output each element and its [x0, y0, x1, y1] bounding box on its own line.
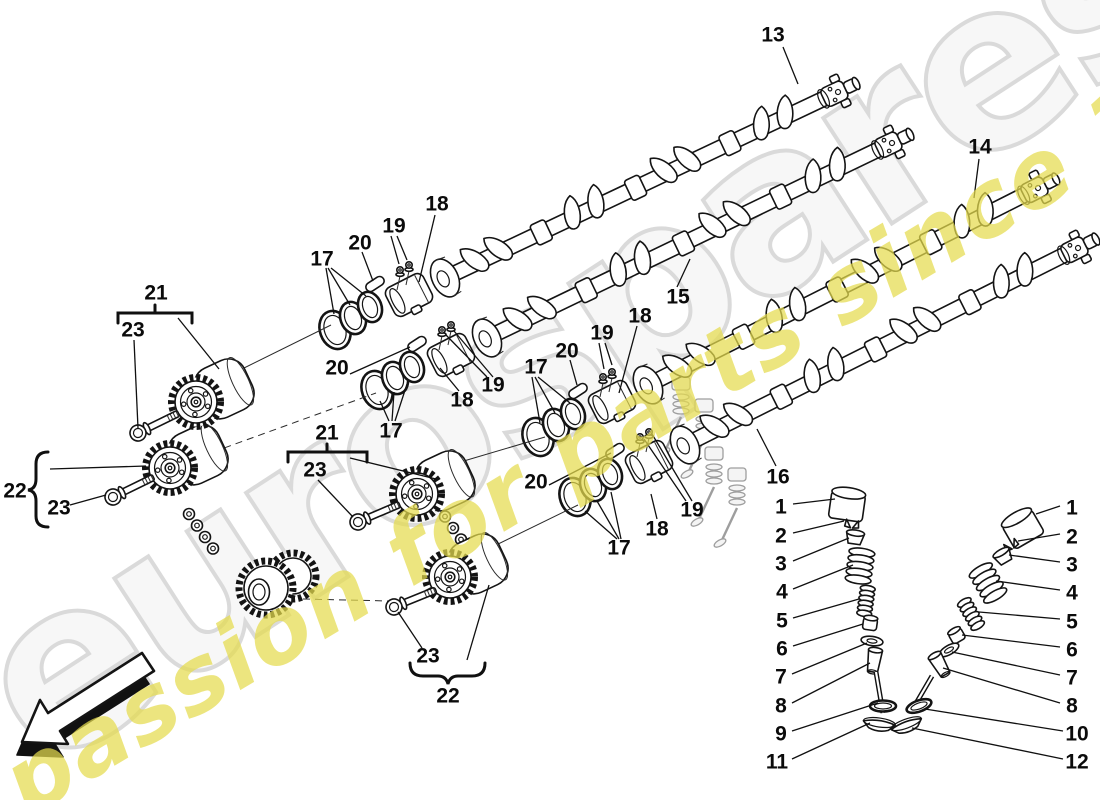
callout-1-38: 1	[1066, 497, 1078, 520]
cam-end-disc	[471, 316, 504, 358]
leader-lines	[49, 46, 1064, 760]
variator-bolt-b-lower	[385, 586, 438, 616]
camshaft-13	[429, 73, 861, 298]
callout-23-21: 23	[121, 319, 144, 342]
callout-6-43: 6	[1066, 639, 1078, 662]
callout-19-6: 19	[382, 215, 405, 238]
cap-screw	[437, 325, 447, 351]
callout-23-26: 23	[416, 645, 439, 668]
callout-5-32: 5	[776, 610, 788, 633]
callout-12-47: 12	[1065, 751, 1088, 774]
camshaft-14	[632, 169, 1061, 405]
cap-group-1	[318, 260, 434, 351]
callout-20-16: 20	[524, 471, 547, 494]
valve-stack-right	[890, 507, 1045, 734]
callout-19-11: 19	[481, 374, 504, 397]
cap-screw	[598, 372, 608, 398]
ghost-valve-unit	[713, 467, 747, 548]
cap-screw	[395, 265, 405, 291]
ghost-valve-unit	[690, 446, 724, 527]
bearing-cap	[384, 272, 434, 318]
callout-13-0: 13	[761, 24, 784, 47]
variator-bolt-a-lower	[104, 474, 155, 506]
callout-20-5: 20	[348, 232, 371, 255]
cap-screw	[607, 367, 617, 393]
artwork-layer	[16, 46, 1100, 760]
callout-3-40: 3	[1066, 554, 1078, 577]
callout-7-34: 7	[775, 666, 787, 689]
cap-screw	[644, 427, 654, 453]
callout-14-1: 14	[968, 136, 992, 159]
callout-8-45: 8	[1066, 695, 1078, 718]
variator-bolt-b-upper	[349, 501, 401, 531]
cap-group-3	[521, 367, 637, 458]
callout-9-36: 9	[775, 723, 787, 746]
callout-16-3: 16	[766, 466, 789, 489]
brace-22a	[27, 450, 50, 529]
callout-23-25: 23	[303, 459, 326, 482]
callout-19-14: 19	[590, 322, 613, 345]
variator-bolt-a-upper	[129, 410, 180, 442]
callout-18-18: 18	[645, 518, 669, 541]
callout-17-12: 17	[524, 356, 547, 379]
callout-15-2: 15	[666, 286, 690, 309]
callout-19-19: 19	[680, 499, 703, 522]
callout-20-13: 20	[555, 340, 578, 363]
bearing-cap	[426, 332, 476, 378]
variator-a-upper	[168, 356, 255, 430]
callout-21-24: 21	[315, 422, 339, 445]
callout-18-10: 18	[450, 389, 474, 412]
callouts-layer: 1314151617201918201718191720191820171819…	[3, 24, 1088, 774]
callout-21-20: 21	[144, 282, 168, 305]
callout-10-46: 10	[1065, 723, 1088, 746]
callout-1-28: 1	[775, 496, 787, 519]
cap-group-2	[360, 320, 476, 411]
callout-22-22: 22	[3, 480, 26, 503]
cap-screw	[446, 320, 456, 346]
callout-17-9: 17	[379, 420, 402, 443]
cam-end-flange	[1017, 169, 1061, 205]
callout-17-17: 17	[607, 537, 630, 560]
cap-screw	[404, 260, 414, 286]
variator-b-upper	[389, 448, 476, 522]
callout-4-31: 4	[776, 581, 788, 604]
cam-end-flange	[1057, 229, 1100, 265]
callout-4-41: 4	[1066, 582, 1078, 605]
callout-11-37: 11	[766, 751, 789, 774]
timing-chain-a	[182, 507, 220, 555]
callout-20-8: 20	[325, 357, 348, 380]
cam-end-disc	[632, 363, 665, 405]
variator-b-lower	[422, 531, 509, 605]
brace-22b	[408, 661, 487, 685]
cam-end-flange	[871, 124, 915, 160]
callout-7-44: 7	[1066, 667, 1078, 690]
cam-end-disc	[669, 423, 702, 465]
cam-end-disc	[429, 256, 462, 298]
bearing-cap	[587, 379, 637, 425]
callout-3-30: 3	[775, 553, 787, 576]
callout-6-33: 6	[776, 638, 788, 661]
callout-23-23: 23	[47, 497, 70, 520]
callout-2-29: 2	[775, 525, 787, 548]
variator-a-lower	[142, 422, 229, 496]
callout-18-7: 18	[425, 193, 449, 216]
callout-18-15: 18	[628, 305, 652, 328]
bearing-cap	[624, 439, 674, 485]
direction-arrow	[16, 651, 156, 758]
valve-stack-left	[827, 486, 898, 732]
camshaft-16	[669, 229, 1100, 465]
callout-2-39: 2	[1066, 526, 1078, 549]
cap-group-4	[558, 427, 674, 518]
camshaft-15	[471, 124, 915, 358]
double-sprocket	[235, 549, 320, 619]
cam-end-flange	[817, 73, 861, 109]
callout-17-4: 17	[310, 248, 333, 271]
cap-screw	[635, 432, 645, 458]
callout-8-35: 8	[775, 695, 787, 718]
callout-5-42: 5	[1066, 611, 1078, 634]
callout-22-27: 22	[436, 685, 459, 708]
